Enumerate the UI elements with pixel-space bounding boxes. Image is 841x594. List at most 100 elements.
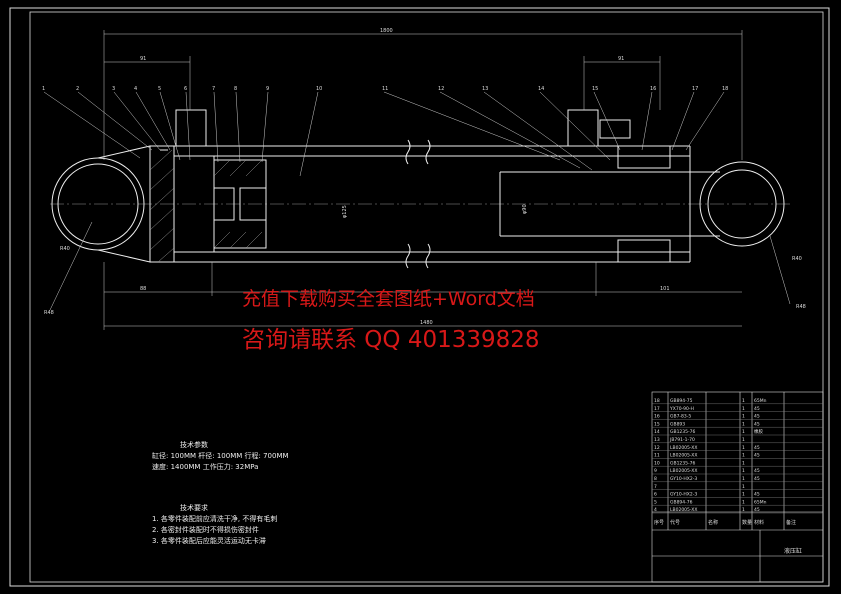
parts-cell: GB1235-76 [670,460,696,466]
balloon-12: 12 [438,86,444,92]
parts-cell: LB02005-XX [670,468,697,474]
parts-cell: 6 [654,492,657,498]
dim-bottom-right: 101 [660,286,670,292]
balloon-18: 18 [722,86,728,92]
parts-header-cell: 材料 [754,519,764,526]
dim-rod: φ90 [522,204,528,214]
parts-cell: 橡胶 [754,428,763,435]
parts-cell: 5 [654,499,657,505]
technical-params: 技术参数 缸径: 100MM 杆径: 100MM 行程: 700MM 速度: 1… [152,440,289,473]
outer-border [9,7,830,587]
parts-header-cell: 备注 [786,519,796,526]
parts-cell: 7 [654,484,657,490]
watermark-line-2: 咨询请联系 QQ 401339828 [242,327,540,353]
balloon-17: 17 [692,86,698,92]
parts-cell: 1 [742,492,745,498]
barrel-break [405,139,431,269]
parts-cell: GY10-HX2-3 [670,476,697,482]
parts-cell: 45 [754,445,760,451]
parts-cell: 1 [742,453,745,459]
parts-cell: 1 [742,445,745,451]
parts-cell: LB02005-XX [670,507,697,513]
parts-cell: GB894-76 [670,499,693,505]
parts-cell: 1 [742,468,745,474]
balloon-11: 11 [382,86,388,92]
dimension-texts: 1800 91 91 88 1480 101 R40 R48 R40 R48 φ… [44,28,806,326]
parts-cell: 1 [742,507,745,513]
parts-cell: GB7-83-5 [670,414,691,420]
parts-cell: 65Mn [754,398,767,404]
parts-cell: LB02005-XX [670,453,697,459]
balloon-10: 10 [316,86,322,92]
end-cap-hatch [149,149,175,263]
title-block [651,391,824,583]
technical-requirements-title: 技术要求 [180,504,208,512]
parts-cell: 4 [654,507,657,513]
balloon-6: 6 [184,86,187,92]
parts-cell: GB1235-76 [670,429,696,435]
parts-header-cell: 数量 [742,519,752,526]
leader-lines [43,91,791,311]
gland-right [567,109,671,263]
parts-cell: 1 [742,484,745,490]
parts-header-cell: 序号 [654,519,664,526]
parts-cell: 45 [754,421,760,427]
parts-cell: 9 [654,468,657,474]
dim-r-left-bot: R48 [44,310,54,316]
parts-cell: 1 [742,460,745,466]
piston-rod [499,171,720,237]
dim-r-right-top: R40 [792,256,802,262]
right-ear [699,161,785,247]
parts-cell: 45 [754,406,760,412]
piston-hatch [213,159,263,249]
parts-cell: GB894-75 [670,398,693,404]
balloon-9: 9 [266,86,269,92]
dim-left-end: 91 [140,56,146,62]
balloon-3: 3 [112,86,115,92]
parts-cell: 1 [742,437,745,443]
balloon-8: 8 [234,86,237,92]
parts-cell: 16 [654,414,660,420]
dim-overall: 1800 [380,28,393,34]
parts-cell: 1 [742,499,745,505]
parts-cell: JB791-1-70 [669,437,695,443]
balloon-5: 5 [158,86,161,92]
parts-cell: 1 [742,476,745,482]
balloon-2: 2 [76,86,79,92]
dim-bottom-mid: 1480 [420,320,433,326]
parts-cell: 11 [654,453,660,459]
end-cap-left [149,109,215,263]
parts-cell: 1 [742,429,745,435]
parts-cell: 15 [654,421,660,427]
parts-cell: 1 [742,414,745,420]
parts-cell: YX70-90-H [669,406,694,412]
inner-border [29,11,824,583]
technical-params-title: 技术参数 [180,441,208,449]
balloon-labels: 1 2 3 4 5 6 7 8 9 10 11 12 13 14 15 16 1… [42,86,728,92]
parts-cell: 12 [654,445,660,451]
balloon-14: 14 [538,86,544,92]
dim-r-right-bot: R48 [796,304,806,310]
balloon-15: 15 [592,86,598,92]
parts-cell: 45 [754,476,760,482]
cylinder-barrel [174,145,691,263]
balloon-4: 4 [134,86,137,92]
parts-cell: 65Mn [754,499,767,505]
drawing-title: 液压缸 [784,548,803,555]
parts-cell: 1 [742,398,745,404]
parts-cell: 10 [654,460,660,466]
dim-r-left-top: R40 [60,246,70,252]
requirement-2: 2. 各密封件装配时不得损伤密封件 [152,526,259,534]
parts-cell: 45 [754,507,760,513]
parts-cell: 1 [742,421,745,427]
requirement-1: 1. 各零件装配前应清洗干净, 不得有毛刺 [152,515,278,523]
technical-requirements: 技术要求 1. 各零件装配前应清洗干净, 不得有毛刺 2. 各密封件装配时不得损… [152,503,277,547]
dimension-lines [103,30,743,330]
parts-cell: GB893 [670,421,685,427]
parts-cell: 14 [654,429,660,435]
parts-cell: 17 [654,406,660,412]
parts-cell: 1 [742,406,745,412]
parts-cell: GY10-HX2-3 [670,492,697,498]
